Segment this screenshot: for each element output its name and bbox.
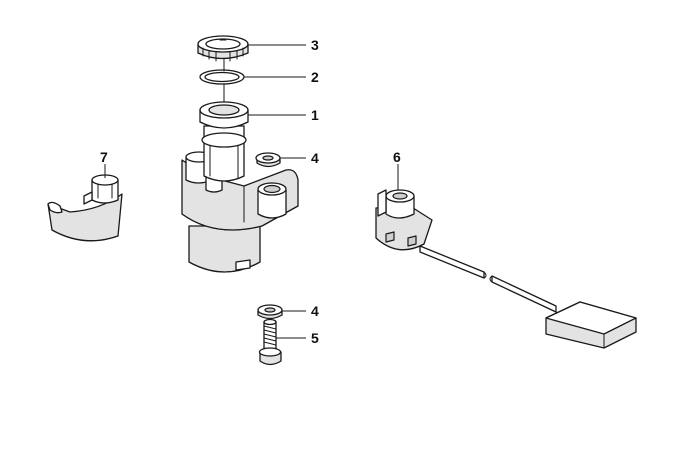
part-5-bolt — [258, 318, 282, 366]
callout-3: 3 — [311, 37, 319, 53]
part-6-sensor — [375, 189, 637, 349]
leader-lines — [104, 44, 399, 339]
part-4-washer-upper — [255, 152, 281, 168]
callout-2: 2 — [311, 69, 319, 85]
callout-4-lower: 4 — [311, 303, 319, 319]
callout-5: 5 — [311, 330, 319, 346]
callout-7: 7 — [100, 149, 108, 165]
callout-4-upper: 4 — [311, 150, 319, 166]
part-4-washer-lower — [257, 304, 283, 320]
part-2-o-ring — [199, 69, 245, 85]
callout-6: 6 — [393, 149, 401, 165]
part-1-housing — [181, 101, 299, 273]
part-3-cap — [197, 35, 249, 62]
part-7-cover — [47, 174, 123, 242]
callout-1: 1 — [311, 107, 319, 123]
